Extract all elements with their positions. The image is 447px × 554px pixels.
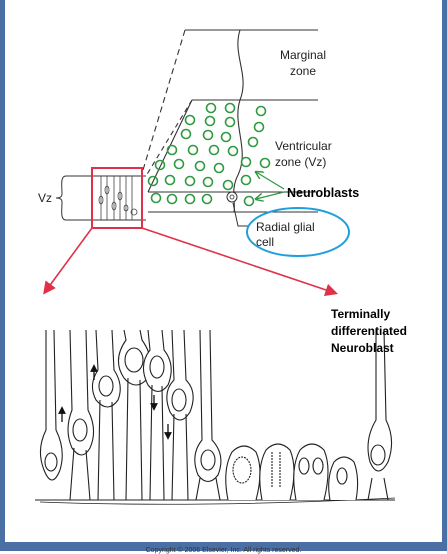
radial-glial-leader bbox=[232, 202, 248, 227]
neuroblast-circles bbox=[147, 102, 271, 207]
radial-glial-label: Radial glial bbox=[256, 220, 315, 234]
terminally-differentiated-label-2: differentiated bbox=[331, 324, 407, 338]
vz-label: Vz bbox=[38, 191, 52, 205]
terminally-differentiated-label-3: Neuroblast bbox=[331, 341, 394, 355]
radial-glial-cell bbox=[226, 191, 238, 203]
vz-bracket bbox=[55, 175, 146, 221]
marginal-zone-label: Marginal bbox=[280, 48, 326, 62]
radial-glial-label-2: cell bbox=[256, 235, 274, 249]
ventricular-zone-label: Ventricular bbox=[275, 139, 332, 153]
vz-highlight-box bbox=[91, 167, 143, 229]
marginal-zone-label-2: zone bbox=[290, 64, 316, 78]
radial-glial-highlight bbox=[246, 207, 350, 257]
migration-arrows bbox=[58, 364, 172, 440]
vz-inset-cells bbox=[98, 176, 138, 220]
zoom-arrows bbox=[43, 227, 339, 297]
ventricular-zone-label-2: zone (Vz) bbox=[275, 155, 326, 169]
neuroblasts-label: Neuroblasts bbox=[287, 186, 359, 200]
terminally-differentiated-label: Terminally bbox=[331, 307, 390, 321]
neuroblast-arrows bbox=[256, 172, 285, 199]
tissue-section bbox=[142, 29, 318, 213]
zoomed-cells bbox=[35, 329, 396, 505]
